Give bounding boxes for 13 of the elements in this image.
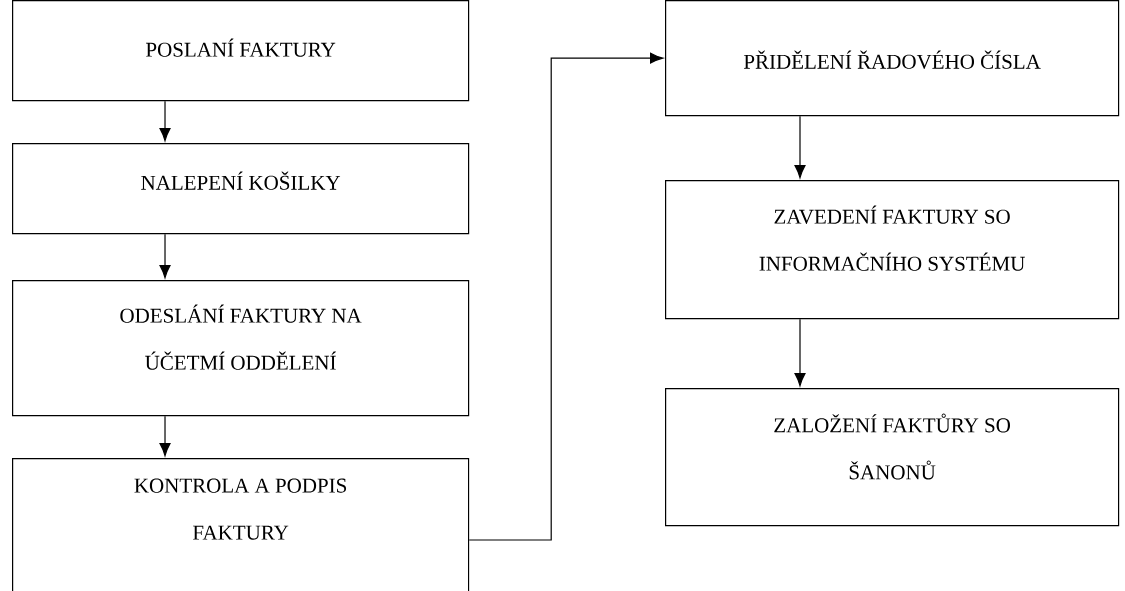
arrow: [468, 52, 664, 541]
process-box: ZAVEDENÍ FAKTURY SO INFORMAČNÍHO SYSTÉMU: [665, 180, 1120, 320]
arrow: [794, 318, 806, 387]
process-box: PŘIDĚLENÍ ŘADOVÉHO ČÍSLA: [665, 0, 1120, 117]
arrow: [159, 415, 171, 457]
process-box: ZALOŽENÍ FAKTŮRY SO ŠANONŮ: [665, 388, 1120, 527]
arrow: [159, 233, 171, 279]
process-box: POSLANÍ FAKTURY: [12, 0, 470, 102]
process-box: ODESLÁNÍ FAKTURY NA ÚČETMÍ ODDĚLENÍ: [12, 280, 470, 417]
process-box: KONTROLA A PODPIS FAKTURY: [12, 458, 470, 591]
arrow: [159, 100, 171, 142]
process-box: NALEPENÍ KOŠILKY: [12, 143, 470, 235]
arrow: [794, 115, 806, 179]
